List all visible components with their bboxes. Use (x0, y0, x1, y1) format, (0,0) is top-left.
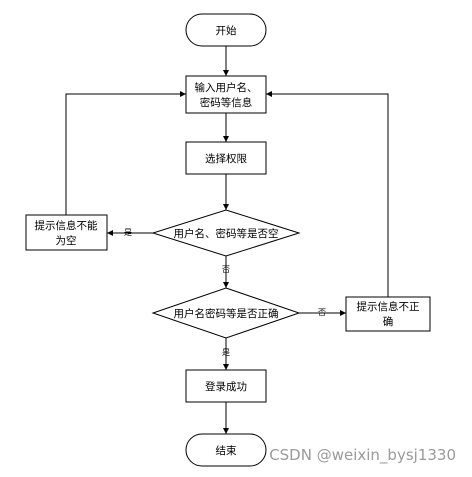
error-wrong-box (345, 296, 431, 332)
end-terminator (185, 433, 267, 467)
error-empty-label-line1: 提示信息不能 (35, 219, 98, 232)
check-correct-label: 用户名密码等是否正确 (174, 307, 279, 320)
check-empty-label: 用户名、密码等是否空 (174, 227, 279, 240)
error-wrong-label-line1: 提示信息不正 (357, 300, 420, 313)
error-wrong-label-line2: 确 (383, 315, 394, 328)
login-success-box (185, 369, 267, 403)
input-credentials-label-line1: 输入用户名、 (195, 81, 258, 94)
input-credentials-label-line2: 密码等信息 (200, 96, 253, 109)
edge-label-no-1: 否 (222, 265, 230, 274)
error-empty-box (25, 214, 108, 251)
arrow-error-wrong-loop-back (266, 91, 389, 297)
edge-label-yes-2: 是 (222, 348, 230, 357)
start-label: 开始 (216, 24, 237, 37)
login-success-label: 登录成功 (205, 380, 247, 393)
select-permission-label: 选择权限 (205, 152, 247, 165)
csdn-watermark: CSDN @weixin_bysj1330 (269, 446, 456, 465)
arrow-error-empty-loop-back (65, 91, 186, 215)
edge-label-no-2: 否 (318, 308, 326, 317)
error-empty-label-line2: 为空 (56, 234, 77, 247)
edge-label-yes-1: 是 (124, 228, 132, 237)
input-credentials-box (185, 75, 267, 114)
end-label: 结束 (216, 444, 237, 457)
